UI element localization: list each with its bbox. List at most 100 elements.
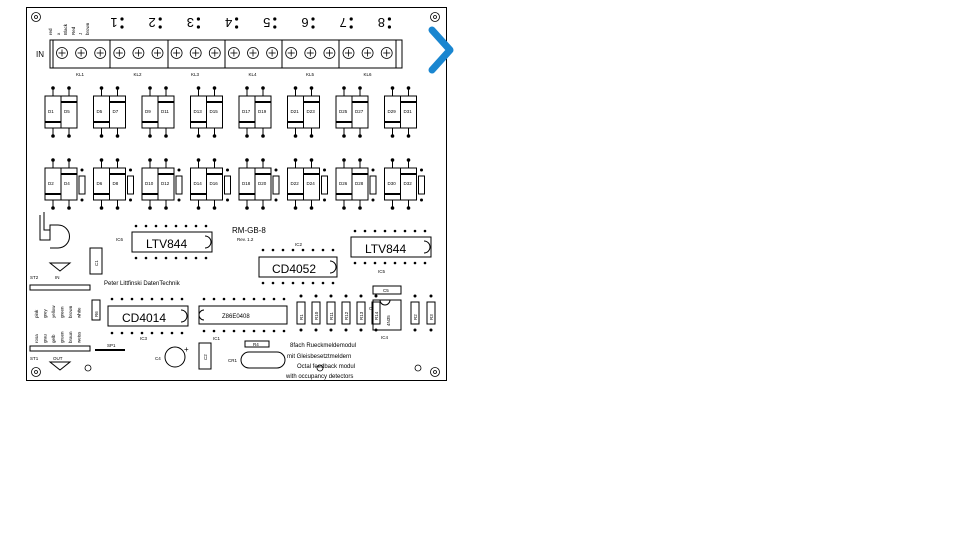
diode-label: D13 [194, 109, 203, 114]
screw-terminal [285, 47, 298, 59]
terminal-number-label: 6 [301, 15, 308, 30]
diode-label: D29 [388, 109, 397, 114]
diode-label: D4 [64, 181, 70, 186]
svg-text:C4: C4 [155, 356, 161, 361]
resistor [175, 168, 183, 202]
screw-terminal [113, 47, 126, 59]
screw-terminal [94, 47, 107, 59]
input-label: IN [36, 50, 44, 59]
ic1-name: Z86E0408 [222, 314, 250, 320]
diode-label: D1 [48, 109, 54, 114]
terminal-number-1: 1 [110, 15, 124, 30]
terminal-number-label: 4 [225, 15, 232, 30]
diode-label: D32 [404, 181, 413, 186]
ic5-ltv844: LTV844 IC5 [350, 236, 432, 274]
screw-terminal [75, 47, 87, 59]
diode-label: D19 [258, 109, 267, 114]
color-label-braun: braun [68, 331, 73, 343]
resistor-label: R12 [344, 311, 349, 320]
resistor [224, 168, 231, 202]
svg-text:4N35: 4N35 [386, 315, 391, 326]
color-label-white: white [77, 307, 82, 318]
terminal-number-4: 4 [225, 15, 239, 30]
chevron-right-icon [428, 26, 454, 74]
board-outline [26, 7, 447, 381]
wire-label-brown: brown [85, 22, 90, 35]
wire-symbol-j: J [78, 33, 83, 35]
diode-label: D9 [145, 109, 151, 114]
resistor [272, 168, 280, 202]
next-slide-button[interactable] [424, 26, 464, 74]
screw-terminal [189, 47, 202, 59]
terminal-number-label: 7 [340, 15, 347, 30]
color-label-pink: pink [34, 309, 39, 318]
diode-label: D6 [97, 181, 103, 186]
board-title: RM-GB-8 [232, 226, 266, 235]
color-label-yellow: yellow [51, 305, 56, 318]
svg-text:SP1: SP1 [107, 343, 116, 348]
diode-label: D14 [194, 181, 203, 186]
diode-label: D31 [404, 109, 413, 114]
resistor-label: R13 [359, 311, 364, 320]
resistor-label: R10 [314, 311, 319, 320]
ic1-z86e0408: Z86E0408 IC1 [198, 305, 288, 341]
description-en-1: Octal feedback modul [297, 364, 355, 370]
terminal-number-8: 8 [378, 15, 391, 30]
screw-terminal [132, 47, 145, 59]
terminal-number-label: 1 [110, 15, 117, 30]
terminal-strip [49, 39, 403, 69]
terminal-number-label: 5 [263, 15, 270, 30]
screw-terminal [304, 47, 317, 59]
crystal-cr1: CR1 [228, 351, 286, 369]
resistor [321, 168, 328, 202]
terminal-number-6: 6 [301, 15, 315, 30]
svg-text:+: + [184, 345, 189, 354]
diode-label: D23 [307, 109, 316, 114]
terminal-block-kl2: KL2 [134, 72, 143, 77]
ic3-name: CD4014 [122, 311, 166, 325]
ic6-ltv844: LTV844 IC6 [116, 231, 213, 253]
svg-text:ST2: ST2 [30, 275, 39, 280]
resistor [369, 168, 377, 202]
terminal-number-label: 8 [378, 15, 385, 30]
mounting-holes [31, 12, 440, 377]
resistor-label: R11 [329, 312, 334, 320]
color-label-weiss: weiss [77, 331, 82, 343]
color-label-green: green [60, 306, 65, 318]
screw-terminal [208, 47, 221, 59]
color-label-gelb: gelb [51, 334, 56, 343]
wire-label-red: red [48, 28, 53, 35]
ic4-4n35: 4N35 IC4 O [369, 299, 402, 340]
ic2-name: CD4052 [272, 262, 316, 276]
connector-out: ST1 OUT [29, 345, 91, 371]
svg-text:O: O [369, 306, 373, 311]
resistor-r13: R13 [356, 294, 366, 332]
diode-label: D15 [210, 109, 219, 114]
ic2-label: IC2 [295, 242, 303, 247]
wire-color-labels: red x Black Red J brown [48, 22, 90, 35]
ic5-name: LTV844 [365, 242, 406, 256]
screw-terminal [266, 47, 279, 59]
diode-label: D10 [145, 181, 154, 186]
ic3-cd4014: CD4014 IC3 [107, 305, 189, 341]
screw-terminal [227, 47, 240, 59]
terminal-number-7: 7 [340, 15, 353, 30]
resistor [127, 168, 134, 202]
svg-text:OUT: OUT [53, 356, 63, 361]
capacitor-c5: C5 [372, 285, 402, 295]
screw-terminal [56, 47, 68, 59]
color-label-gruen: gruen [60, 331, 65, 343]
color-label-brown: brown [68, 305, 73, 318]
capacitor-c4: + C4 [155, 345, 189, 368]
